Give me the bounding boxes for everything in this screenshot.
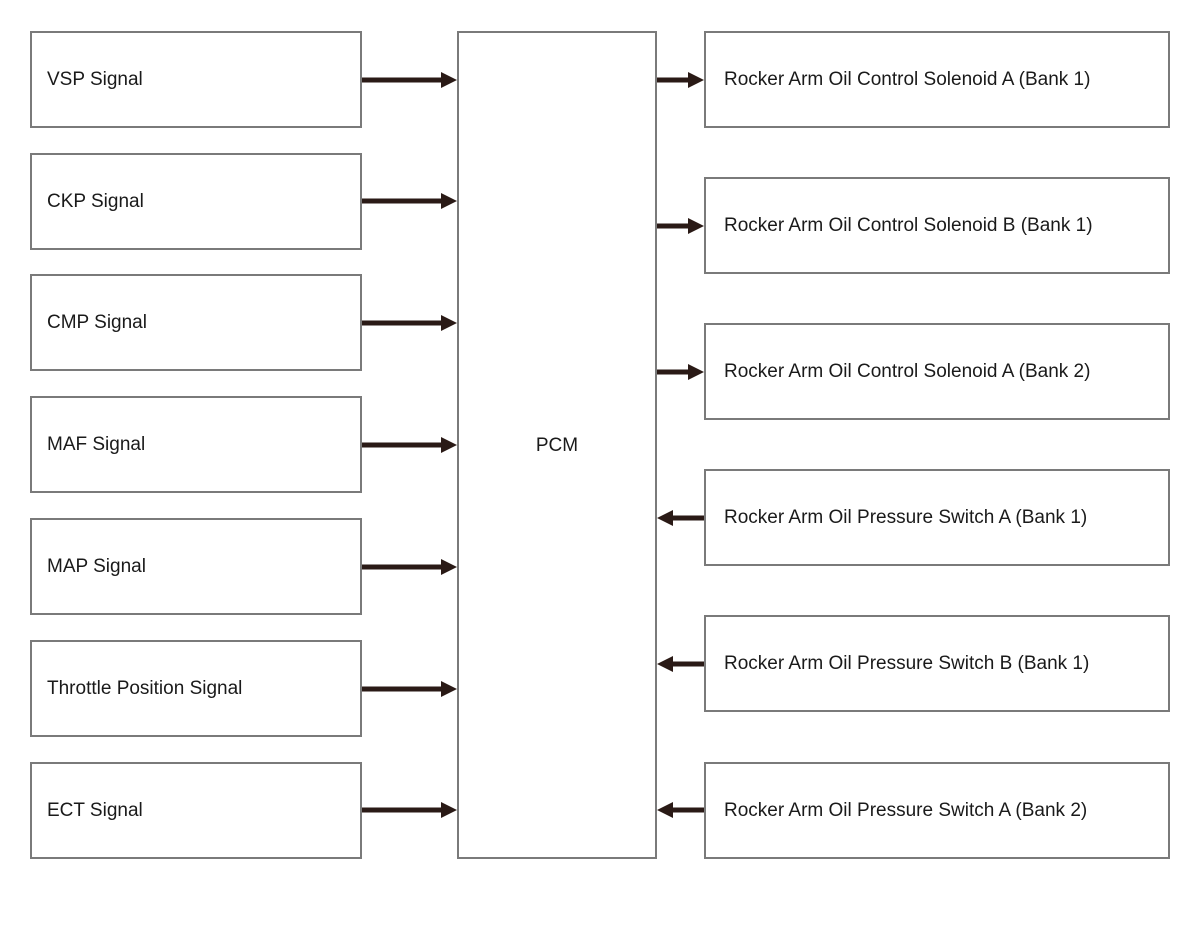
input-box-map: MAP Signal — [30, 518, 362, 615]
output-arrow-0 — [657, 72, 704, 88]
input-arrow-5 — [362, 681, 457, 697]
input-arrow-3 — [362, 437, 457, 453]
output-label: Rocker Arm Oil Control Solenoid B (Bank … — [724, 215, 1093, 236]
feedback-arrow-3 — [657, 510, 704, 526]
input-label: MAP Signal — [47, 556, 146, 577]
output-box-solenoid-a-bank2: Rocker Arm Oil Control Solenoid A (Bank … — [704, 323, 1170, 420]
input-label: ECT Signal — [47, 800, 143, 821]
pcm-label: PCM — [535, 434, 579, 456]
input-label: CMP Signal — [47, 312, 147, 333]
input-arrow-6 — [362, 802, 457, 818]
input-label: Throttle Position Signal — [47, 678, 243, 699]
output-label: Rocker Arm Oil Control Solenoid A (Bank … — [724, 69, 1091, 90]
input-box-ckp: CKP Signal — [30, 153, 362, 250]
input-arrow-0 — [362, 72, 457, 88]
input-box-vsp: VSP Signal — [30, 31, 362, 128]
input-label: VSP Signal — [47, 69, 143, 90]
pcm-box: PCM — [457, 31, 657, 859]
input-label: CKP Signal — [47, 191, 144, 212]
input-arrow-4 — [362, 559, 457, 575]
input-box-throttle-position: Throttle Position Signal — [30, 640, 362, 737]
output-label: Rocker Arm Oil Pressure Switch A (Bank 1… — [724, 507, 1088, 528]
output-label: Rocker Arm Oil Pressure Switch B (Bank 1… — [724, 653, 1090, 674]
input-arrow-1 — [362, 193, 457, 209]
input-arrow-2 — [362, 315, 457, 331]
output-box-pressure-switch-a-bank1: Rocker Arm Oil Pressure Switch A (Bank 1… — [704, 469, 1170, 566]
input-label: MAF Signal — [47, 434, 146, 455]
output-box-pressure-switch-b-bank1: Rocker Arm Oil Pressure Switch B (Bank 1… — [704, 615, 1170, 712]
output-label: Rocker Arm Oil Control Solenoid A (Bank … — [724, 361, 1091, 382]
output-arrow-2 — [657, 364, 704, 380]
input-box-cmp: CMP Signal — [30, 274, 362, 371]
input-box-maf: MAF Signal — [30, 396, 362, 493]
output-arrow-1 — [657, 218, 704, 234]
output-box-solenoid-a-bank1: Rocker Arm Oil Control Solenoid A (Bank … — [704, 31, 1170, 128]
output-box-solenoid-b-bank1: Rocker Arm Oil Control Solenoid B (Bank … — [704, 177, 1170, 274]
output-label: Rocker Arm Oil Pressure Switch A (Bank 2… — [724, 800, 1088, 821]
input-box-ect: ECT Signal — [30, 762, 362, 859]
feedback-arrow-5 — [657, 802, 704, 818]
feedback-arrow-4 — [657, 656, 704, 672]
output-box-pressure-switch-a-bank2: Rocker Arm Oil Pressure Switch A (Bank 2… — [704, 762, 1170, 859]
